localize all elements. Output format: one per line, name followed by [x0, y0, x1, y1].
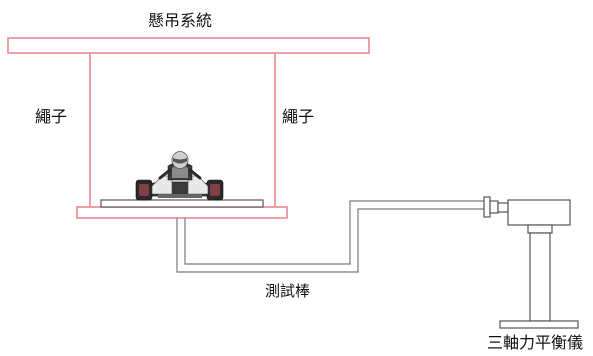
platform	[76, 206, 288, 219]
suspension-system-label: 懸吊系統	[148, 11, 212, 30]
rope-left-label: 繩子	[35, 107, 67, 126]
suspension-beam	[7, 37, 370, 54]
go-kart-icon	[135, 151, 224, 201]
test-rod	[176, 200, 485, 273]
rope-right-label: 繩子	[282, 107, 314, 126]
test-rod-label: 測試棒	[265, 282, 310, 300]
force-balance-icon	[483, 196, 579, 329]
kart-base-plate	[100, 199, 264, 208]
force-balance-label: 三軸力平衡儀	[487, 333, 583, 352]
